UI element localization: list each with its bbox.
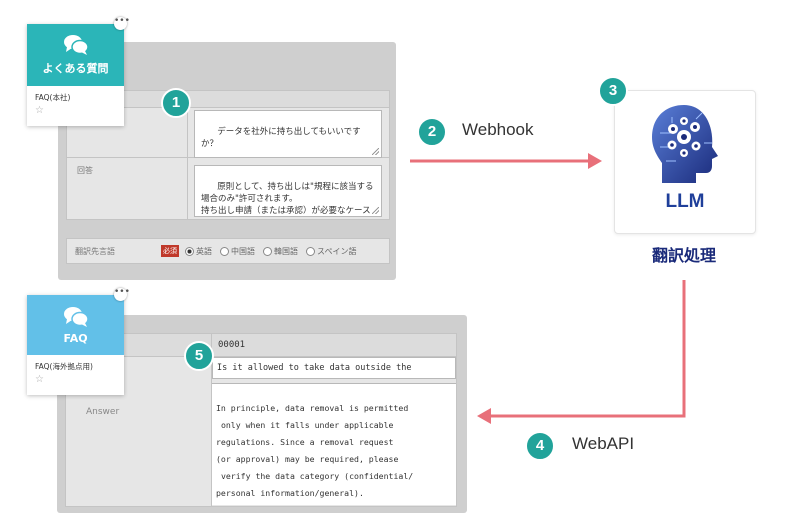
radio-icon (263, 246, 272, 256)
answer-label: Answer (86, 407, 120, 417)
language-option-chinese[interactable]: 中国語 (220, 246, 255, 257)
chat-bubbles-icon (63, 306, 89, 327)
question-text: データを社外に持ち出してもいいですか？ (201, 127, 361, 149)
source-form-panel: データを社外に持ち出してもいいですか？ 回答 原則として、持ち出しは"規程に該当… (58, 42, 396, 280)
card-title: よくある質問 (42, 62, 109, 75)
translated-answer: In principle, data removal is permitted … (212, 383, 456, 505)
translated-form-panel: 00001 Is it allowed to take data outside… (57, 315, 467, 513)
translation-language-row: 翻訳先言語 必須 英語 中国語 韓国語 スペイン語 (66, 238, 390, 264)
language-option-korean[interactable]: 韓国語 (263, 246, 298, 257)
webapi-arrow (477, 280, 686, 424)
card-subtitle: FAQ(海外拠点用) (35, 362, 93, 371)
more-menu-icon[interactable]: ••• (114, 288, 130, 301)
translation-process-caption: 翻訳処理 (651, 246, 716, 265)
faq-overseas-app-card[interactable]: FAQ FAQ(海外拠点用) ☆ (27, 295, 124, 395)
record-id: 00001 (218, 340, 246, 350)
language-option-spanish[interactable]: スペイン語 (306, 246, 356, 257)
card-header: よくある質問 (27, 24, 124, 86)
question-textarea[interactable]: データを社外に持ち出してもいいですか？ (194, 110, 382, 158)
favorite-star-icon[interactable]: ☆ (35, 374, 44, 385)
answer-text: 原則として、持ち出しは"規程に該当する場合のみ"許可されます。 持ち出し申請（ま… (201, 182, 374, 216)
required-badge: 必須 (161, 245, 179, 257)
llm-box: LLM (614, 90, 756, 234)
step-4-badge: 4 (525, 431, 555, 461)
step-1-badge: 1 (161, 88, 191, 118)
faq-hq-app-card[interactable]: よくある質問 FAQ(本社) ☆ (27, 24, 124, 126)
more-menu-icon[interactable]: ••• (114, 17, 130, 30)
step-3-badge: 3 (598, 76, 628, 106)
chat-bubbles-icon (63, 35, 89, 55)
card-header: FAQ (27, 295, 124, 355)
language-option-english[interactable]: 英語 (185, 246, 212, 257)
answer-textarea[interactable]: 原則として、持ち出しは"規程に該当する場合のみ"許可されます。 持ち出し申請（ま… (194, 165, 382, 217)
step-2-badge: 2 (417, 117, 447, 147)
translated-table: 00001 Is it allowed to take data outside… (65, 333, 457, 507)
radio-icon (306, 246, 315, 256)
translation-language-label: 翻訳先言語 (75, 246, 115, 256)
radio-selected-icon (185, 246, 194, 256)
resize-handle-icon[interactable] (372, 148, 379, 155)
card-subtitle: FAQ(本社) (35, 93, 71, 102)
resize-handle-icon[interactable] (372, 207, 379, 214)
webapi-label: WebAPI (572, 434, 635, 453)
webhook-label: Webhook (462, 120, 534, 139)
radio-icon (220, 246, 229, 256)
step-5-badge: 5 (184, 341, 214, 371)
card-title: FAQ (63, 331, 88, 345)
ai-brain-head-icon (652, 105, 718, 183)
llm-label: LLM (665, 191, 705, 212)
answer-label: 回答 (77, 166, 93, 175)
favorite-star-icon[interactable]: ☆ (35, 105, 44, 116)
webhook-arrow (410, 153, 602, 169)
